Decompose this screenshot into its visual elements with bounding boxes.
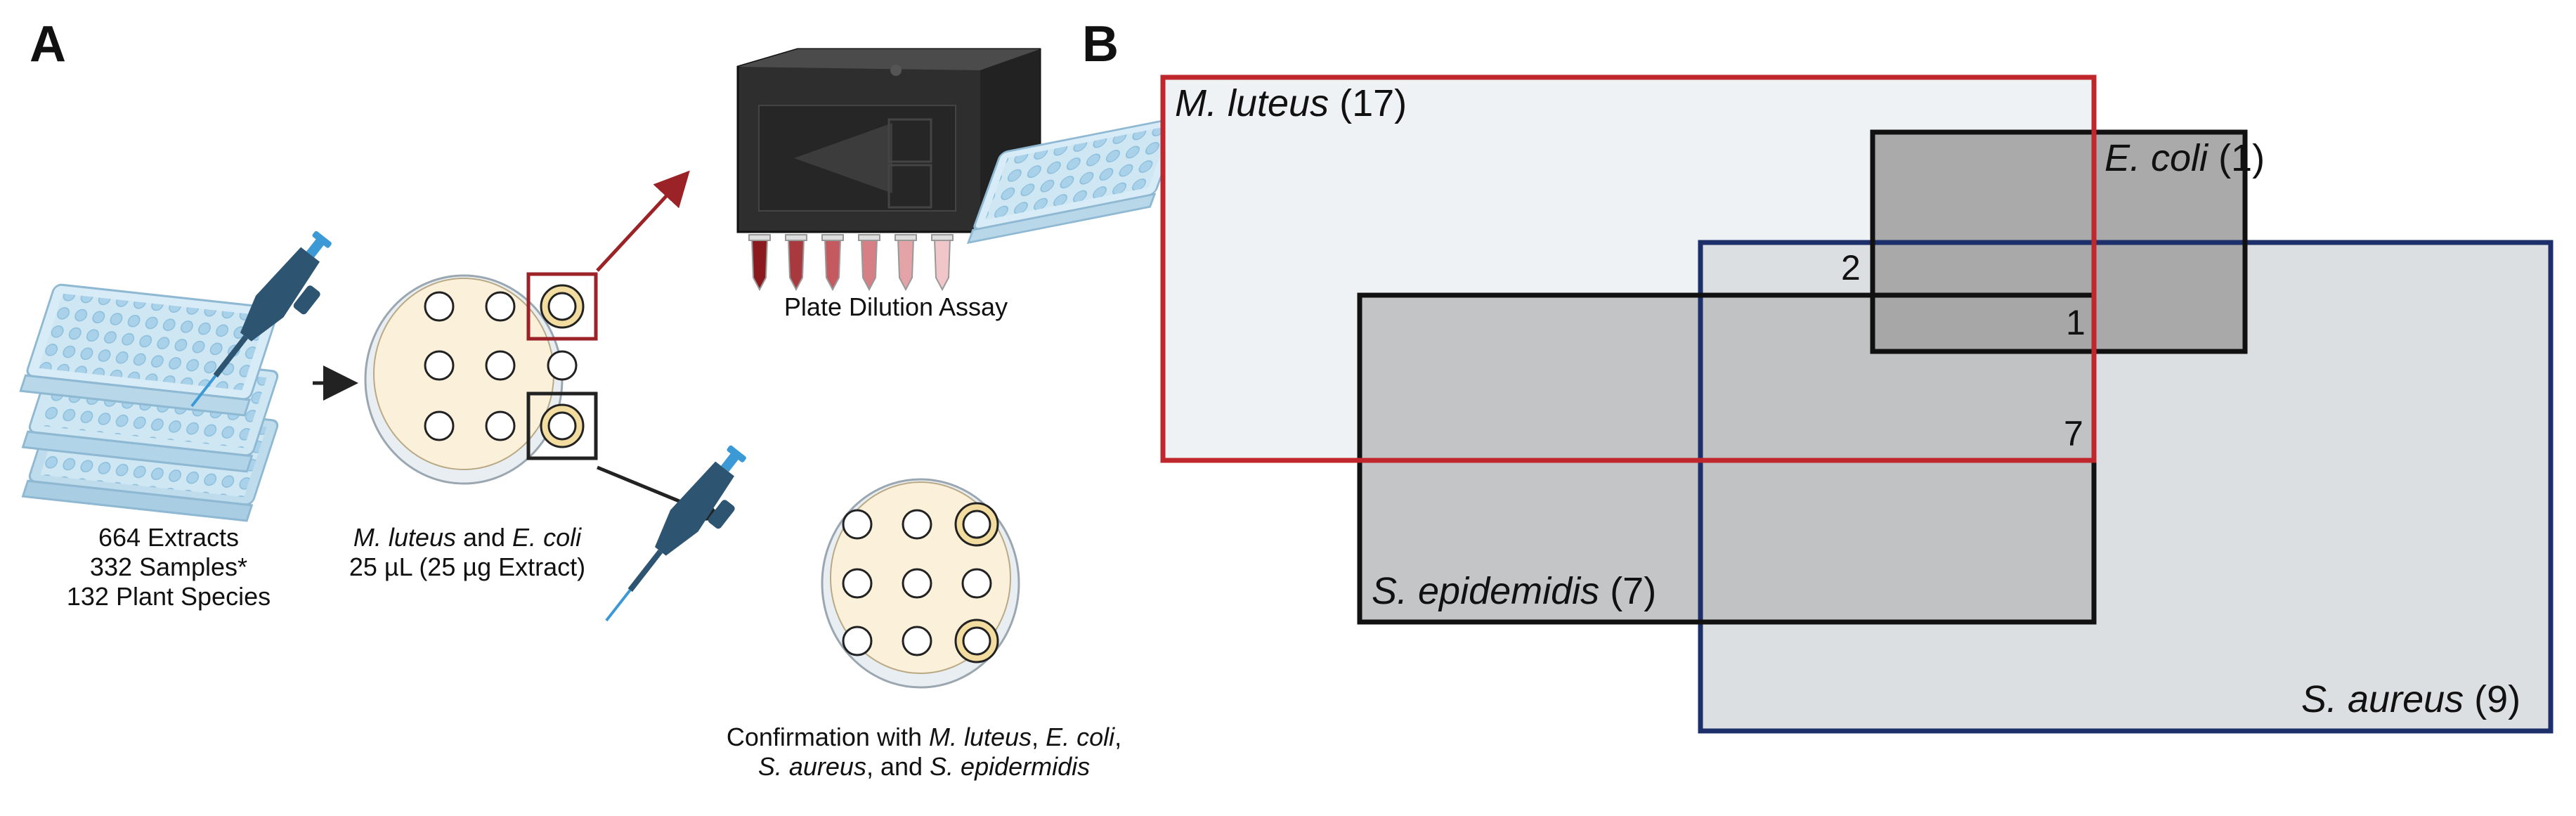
confirm-organism-2: E. coli xyxy=(1046,723,1115,751)
petri-caption-line-1: M. luteus and E. coli xyxy=(337,523,597,552)
label-e-coli-count: (1) xyxy=(2218,137,2265,179)
petri-caption: M. luteus and E. coli 25 µL (25 µg Extra… xyxy=(337,523,597,582)
stack-caption-line-2: 332 Samples* xyxy=(89,552,248,581)
organism-e-coli: E. coli xyxy=(512,523,582,552)
stack-caption: 664 Extracts 332 Samples* 132 Plant Spec… xyxy=(28,523,309,611)
venn-rectangles xyxy=(1160,75,2554,734)
set-e-coli-border xyxy=(1870,129,2248,354)
and-text: and xyxy=(455,523,513,552)
pipette-icon xyxy=(190,231,332,408)
disk-wells xyxy=(424,291,578,441)
petri-caption-line-2: 25 µL (25 µg Extract) xyxy=(349,552,586,581)
confirm-organism-4: S. epidermidis xyxy=(930,752,1091,781)
confirm-prefix: Confirmation with xyxy=(726,723,929,751)
confirm-and: , and xyxy=(866,752,930,781)
label-m-luteus-name: M. luteus xyxy=(1175,82,1329,124)
dilution-tubes xyxy=(748,234,954,292)
label-s-epidemidis-name: S. epidemidis xyxy=(1372,570,1600,612)
well-plate-top xyxy=(19,283,279,417)
arrow-to-plate-reader xyxy=(596,170,690,272)
zone-of-inhibition-hit-2 xyxy=(526,391,598,460)
well-plate-stack xyxy=(19,283,279,522)
panel-label-a: A xyxy=(30,16,66,72)
confirm-sep-1: , xyxy=(1032,723,1046,751)
count-luteus-aureus-coli: 2 xyxy=(1841,248,1861,287)
label-m-luteus: M. luteus (17) xyxy=(1175,82,1407,125)
label-s-aureus-name: S. aureus xyxy=(2301,678,2464,720)
label-s-epidemidis-count: (7) xyxy=(1610,570,1657,612)
set-s-aureus-border xyxy=(1698,240,2554,734)
zone-of-inhibition-hit-1 xyxy=(526,272,598,341)
plate-reader-caption: Plate Dilution Assay xyxy=(783,292,1008,321)
label-m-luteus-count: (17) xyxy=(1339,82,1407,124)
count-luteus-aureus-coli-epi: 1 xyxy=(2066,303,2086,342)
petri-dish-confirmation xyxy=(821,478,1020,689)
petri-dish-primary xyxy=(364,272,598,485)
confirmation-caption-line-2: S. aureus, and S. epidermidis xyxy=(632,752,1216,782)
label-e-coli: E. coli (1) xyxy=(2105,136,2265,180)
plate-reader-icon xyxy=(736,48,1041,233)
organism-m-luteus: M. luteus xyxy=(353,523,456,552)
confirm-sep-2: , xyxy=(1114,723,1122,751)
confirmation-caption-line-1: Confirmation with M. luteus, E. coli, xyxy=(632,723,1216,752)
label-e-coli-name: E. coli xyxy=(2105,137,2209,179)
confirm-organism-1: M. luteus xyxy=(928,723,1032,751)
label-s-aureus: S. aureus (9) xyxy=(2301,678,2520,721)
confirmation-caption: Confirmation with M. luteus, E. coli, S.… xyxy=(632,723,1216,782)
set-m-luteus-border xyxy=(1160,75,2097,463)
pipette-icon-2 xyxy=(605,445,746,622)
well-plate-small xyxy=(966,117,1183,245)
confirm-organism-3: S. aureus xyxy=(757,752,866,781)
count-luteus-epi-aureus: 7 xyxy=(2064,414,2083,453)
label-s-aureus-count: (9) xyxy=(2474,678,2521,720)
stack-caption-line-1: 664 Extracts xyxy=(98,523,240,552)
label-s-epidemidis: S. epidemidis (7) xyxy=(1372,569,1656,613)
stack-caption-line-3: 132 Plant Species xyxy=(66,582,271,611)
panel-label-b: B xyxy=(1082,16,1119,72)
